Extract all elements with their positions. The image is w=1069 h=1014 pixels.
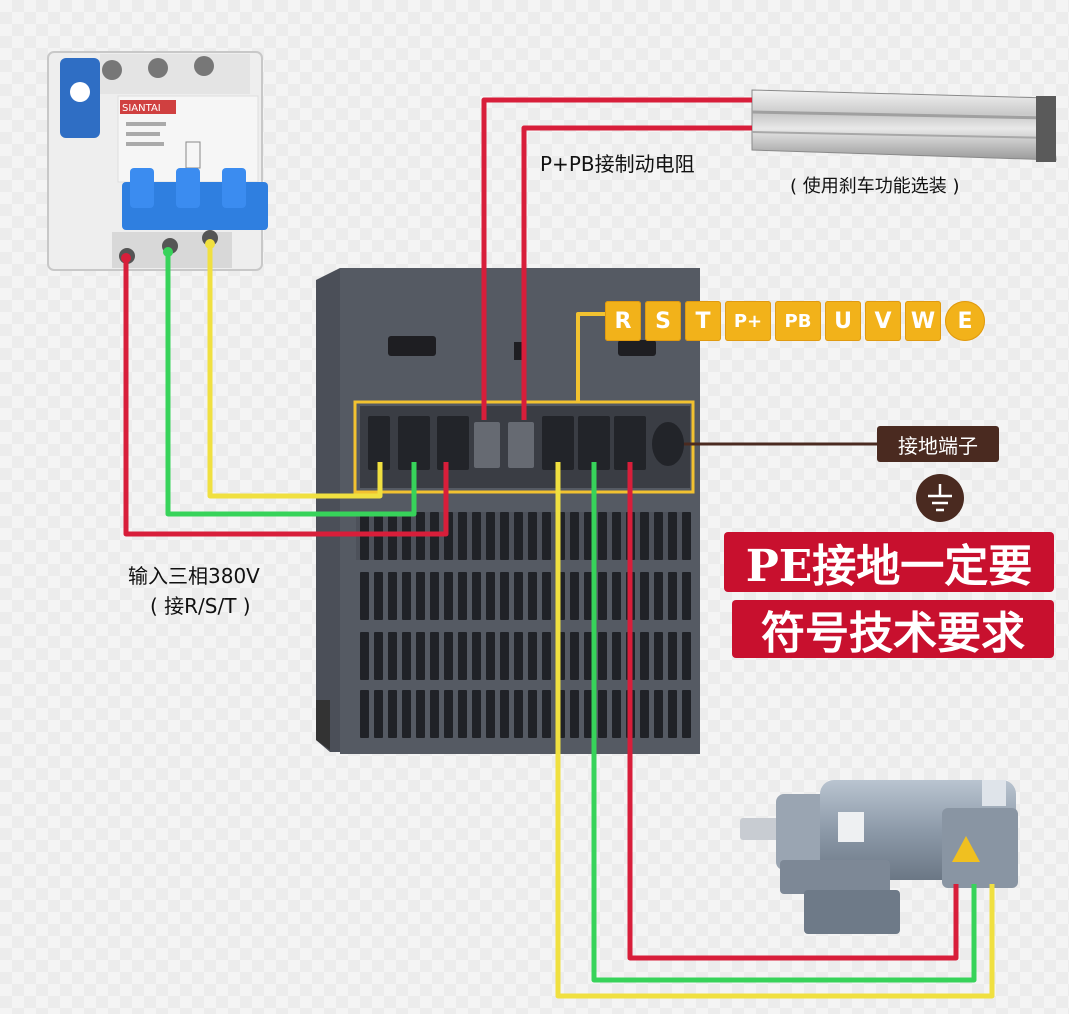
terminal-w: W [905,301,941,341]
terminal-r: R [605,301,641,341]
circuit-breaker: SIANTAI [47,51,268,271]
terminal-p-plus: P+ [725,301,771,341]
wire-input-red [123,258,449,537]
wire-output-v [591,462,977,983]
terminal-t: T [685,301,721,341]
wires [123,97,995,999]
breaker-brand-strip [120,100,176,114]
wire-input-green [165,252,417,517]
ground-symbol-icon [916,474,964,522]
inverter-body [316,268,700,754]
terminal-e: E [945,301,985,341]
ground-terminal-label: 接地端子 [877,426,999,462]
terminal-pointer-line [576,312,606,402]
terminal-u: U [825,301,861,341]
wire-brake-pb [521,125,752,420]
input-terminal-label: ( 接R/S/T ) [150,594,251,618]
input-voltage-label: 输入三相380V [128,564,260,588]
wire-input-yellow [207,244,383,499]
wire-output-u [555,462,995,999]
terminal-pb: PB [775,301,821,341]
brake-resistor-label: P+PB接制动电阻 [540,152,695,176]
pe-warning-banner-1: PE接地一定要 [724,532,1054,592]
brake-resistor [751,89,1057,162]
wire-brake-p [481,97,752,420]
breaker-brand-text: SIANTAI [122,103,161,114]
terminal-labels-bar: R S T P+ PB U V W E [605,298,989,344]
terminal-v: V [865,301,901,341]
inverter-vents [360,512,691,738]
brake-function-note: ( 使用刹车功能选装 ) [790,176,960,197]
terminal-s: S [645,301,681,341]
pe-warning-banner-2: 符号技术要求 [732,600,1054,659]
motor [740,780,1018,934]
wire-output-w [627,462,959,961]
breaker-logo-icon [70,82,90,102]
